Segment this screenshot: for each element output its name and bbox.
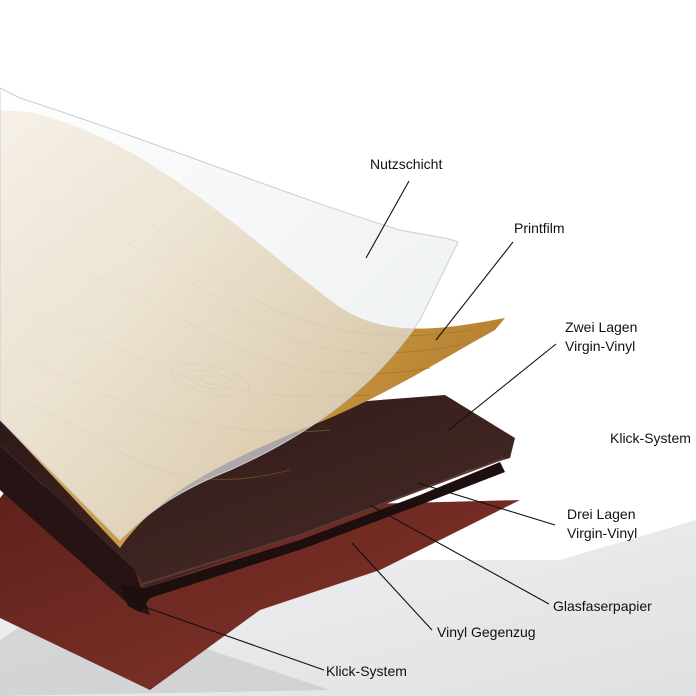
label-klick-system-bottom: Klick-System (326, 663, 407, 679)
leader-line-vinyl-gegenzug (351, 542, 433, 631)
label-drei-lagen-line2: Virgin-Vinyl (567, 525, 638, 541)
label-zwei-lagen-line1: Zwei Lagen (565, 319, 638, 335)
leader-line-nutzschicht (365, 180, 410, 259)
fiberglass-layer (139, 457, 506, 586)
vinyl-core-lower (0, 445, 150, 615)
leader-line-glasfaserpapier (369, 504, 550, 605)
leader-lines (138, 180, 557, 671)
leader-line-drei-lagen (417, 482, 556, 526)
label-zwei-lagen-line2: Virgin-Vinyl (565, 338, 636, 354)
label-nutzschicht: Nutzschicht (370, 156, 443, 172)
label-klick-system-right: Klick-System (610, 430, 691, 446)
label-printfilm: Printfilm (514, 220, 565, 236)
label-glasfaserpapier: Glasfaserpapier (553, 598, 652, 614)
leader-line-klick-system (138, 604, 325, 671)
leader-line-printfilm (435, 241, 514, 341)
label-vinyl-gegenzug: Vinyl Gegenzug (437, 624, 536, 640)
label-drei-lagen: Drei Lagen Virgin-Vinyl (567, 505, 637, 543)
label-drei-lagen-line1: Drei Lagen (567, 506, 636, 522)
leader-line-zwei-lagen (448, 343, 557, 431)
klick-system-tongue (120, 462, 505, 612)
label-zwei-lagen: Zwei Lagen Virgin-Vinyl (565, 318, 637, 356)
wear-layer (0, 87, 459, 541)
